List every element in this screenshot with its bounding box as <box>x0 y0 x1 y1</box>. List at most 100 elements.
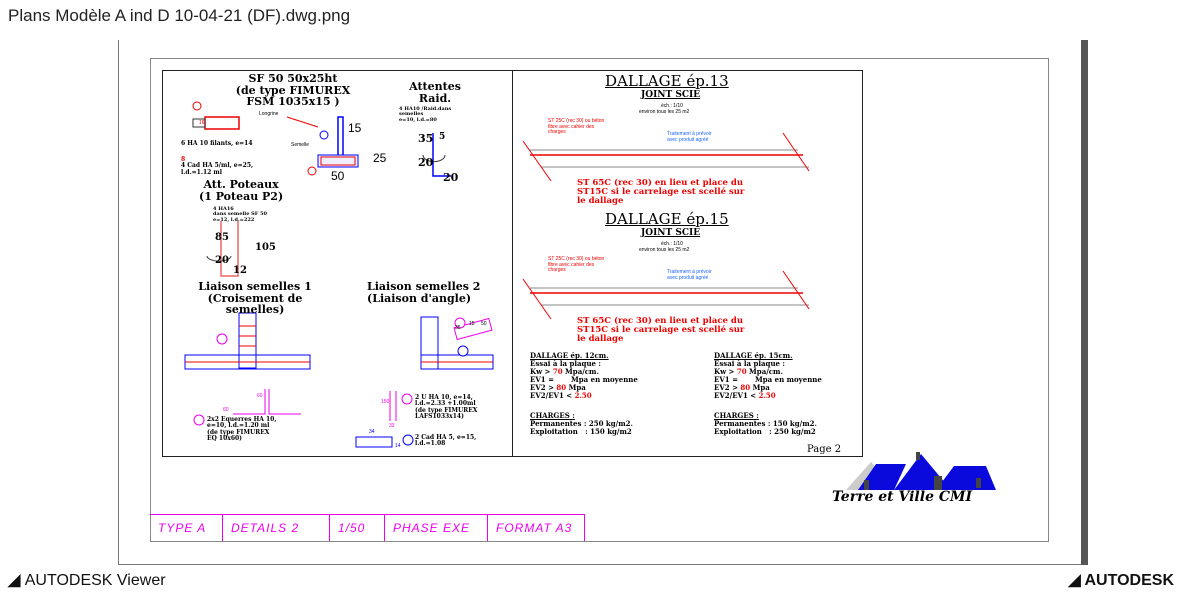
dim: 35 <box>455 325 461 331</box>
note-line: (de type FIMUREX <box>415 406 478 414</box>
note-line: LAFS1033x14) <box>415 412 464 420</box>
attentes-note: 4 HA10 /Raid.dans semelles e=10, l.d.=80 <box>399 106 451 123</box>
note-line: ST15C si le carrelage est scellé sur <box>577 324 745 335</box>
note-17: 2 U HA 10, e=14, l.d.=2.33 +1.00ml (de t… <box>415 394 478 420</box>
spec-label: EV2/EV1 < <box>714 391 759 401</box>
joint-section-15 <box>522 270 810 320</box>
dim-25: 25 <box>373 151 387 165</box>
marker-8-label: 8 <box>181 156 186 163</box>
spec-line: Essai à la plaque : <box>530 359 602 369</box>
spec-line: Essai à la plaque : <box>714 359 786 369</box>
note-line: l.d.=2.33 +1.00ml <box>415 400 476 408</box>
house-logo-icon <box>846 452 996 490</box>
title-line: (Liaison d'angle) <box>367 291 472 305</box>
note-line: 4 HA16 <box>213 206 234 212</box>
vertical-scrollbar[interactable] <box>1081 40 1088 565</box>
treatment-note: Traitement à prévoir avec produit agréé <box>667 131 712 143</box>
autodesk-viewer-logo: ◢ AUTODESK Viewer <box>8 570 166 590</box>
semelle-section <box>317 154 359 168</box>
title-line: Liaison semelles 2 <box>367 280 481 293</box>
drawing-frame <box>150 58 1049 542</box>
section-subtitle: JOINT SCIE <box>641 228 701 238</box>
longrine-label: Longrine <box>259 111 279 117</box>
cad-bar <box>355 436 393 448</box>
spec-ev2: EV2 > 80 Mpa <box>530 384 638 392</box>
note-line: fibre avec cahier des <box>548 123 595 130</box>
scale-label: éch.: 1/10 <box>661 241 683 247</box>
treatment-note: Traitement à prévoir avec produit agréé <box>667 269 712 281</box>
spec-12cm: DALLAGE ép. 12cm. Essai à la plaque : Kw… <box>530 351 638 437</box>
note-line: charges <box>548 129 566 135</box>
dim: 33 <box>389 423 395 429</box>
equerre-left <box>233 389 266 415</box>
note-line: l.d.=1.08 <box>415 440 446 448</box>
marker-16 <box>402 434 414 446</box>
note-8: 8 4 Cad HA 5/ml, e=25, l.d.=1.12 ml <box>181 156 253 176</box>
angle-bars <box>453 317 493 341</box>
marker-16 <box>193 414 205 426</box>
spec-line: Exploitation : 150 kg/m2 <box>530 427 632 437</box>
marker-16 <box>216 333 228 345</box>
attentes-title: Attentes Raid. <box>405 81 465 104</box>
title-block: TYPE A DETAILS 2 1/50 PHASE EXE FORMAT A… <box>150 514 585 541</box>
note-line: le dallage <box>577 195 624 206</box>
note-7: 6 HA 10 filants, e=14 <box>181 140 253 147</box>
marker-17 <box>454 317 466 329</box>
note-line: dans semelle SF 50 <box>213 211 267 218</box>
freq-label: environ tous les 25 m2 <box>639 109 690 115</box>
spec-line: EV1 = Mpa en moyenne <box>714 375 822 385</box>
note-line: (de type FIMUREX <box>207 428 270 436</box>
dim: 150 <box>381 399 390 405</box>
note-line: ST15C si le carrelage est scellé sur <box>577 186 745 197</box>
note-line: 2 Cad HA 5, e=15, <box>415 434 477 441</box>
marker-16 <box>457 345 469 357</box>
sf-title: SF 50 50x25ht (de type FIMUREX FSM 1035x… <box>233 73 353 108</box>
dim: 20 <box>443 171 459 184</box>
dim: 15 <box>469 321 475 327</box>
dim: 34 <box>369 429 375 435</box>
spec-unit: Mpa <box>566 383 586 393</box>
title-block-type: TYPE A <box>150 515 223 541</box>
page-number: Page 2 <box>807 444 842 455</box>
dim-15: 15 <box>348 121 362 135</box>
note-16b: 2 Cad HA 5, e=15, l.d.=1.08 <box>415 434 477 448</box>
dim-50: 50 <box>331 169 345 183</box>
liaison1-grid <box>185 325 310 363</box>
slope-line <box>286 116 319 128</box>
title-block-phase: PHASE EXE <box>385 515 488 541</box>
charges-title: CHARGES : <box>530 411 575 421</box>
spec-line: EV1 = Mpa en moyenne <box>530 375 638 385</box>
starter-bar <box>337 116 344 158</box>
spec-value: 80 <box>556 383 567 393</box>
note-line: e=12, l.d.=222 <box>213 216 255 223</box>
note-line: 2x2 Equerres HA 10, <box>207 416 277 423</box>
attentes-title-line: Attentes <box>409 80 461 93</box>
spec-value: 80 <box>740 383 751 393</box>
liaison1-title: Liaison semelles 1 (Croisement de semell… <box>185 281 325 316</box>
logo-text: Terre et Ville CMI <box>832 489 973 505</box>
attentes-bar <box>432 133 451 177</box>
poteau-bar <box>220 221 239 277</box>
section-title: DALLAGE ép.13 <box>605 72 729 90</box>
foundation-drawings <box>184 101 494 448</box>
note-line: l.d.=1.12 ml <box>181 168 223 176</box>
sf-title-line: FSM 1035x15 ) <box>246 95 340 109</box>
marker-17 <box>401 393 413 405</box>
dim: 14 <box>395 443 401 449</box>
viewer-label: AUTODESK Viewer <box>24 572 166 589</box>
spec-unit: Mpa <box>750 383 770 393</box>
u-bar <box>389 391 397 421</box>
spec-title: DALLAGE ép. 15cm. <box>714 351 793 360</box>
note-line: Traitement à prévoir <box>667 131 712 137</box>
note-line: EQ 10x60) <box>207 434 243 442</box>
spec-15cm: DALLAGE ép. 15cm. Essai à la plaque : Kw… <box>714 351 822 437</box>
embed-arc <box>422 154 446 163</box>
dim: 50 <box>481 321 487 327</box>
charges-title: CHARGES : <box>714 411 759 421</box>
dim: 12 <box>233 265 247 276</box>
spec-line: Exploitation : 250 kg/m2 <box>714 427 816 437</box>
st-note: ST 25C (rec 30) ou béton fibre avec cahi… <box>548 256 604 274</box>
section-title: DALLAGE ép.15 <box>605 210 729 228</box>
liaison2-stem <box>420 316 439 370</box>
spec-ratio: EV2/EV1 < 2.50 <box>530 392 638 400</box>
